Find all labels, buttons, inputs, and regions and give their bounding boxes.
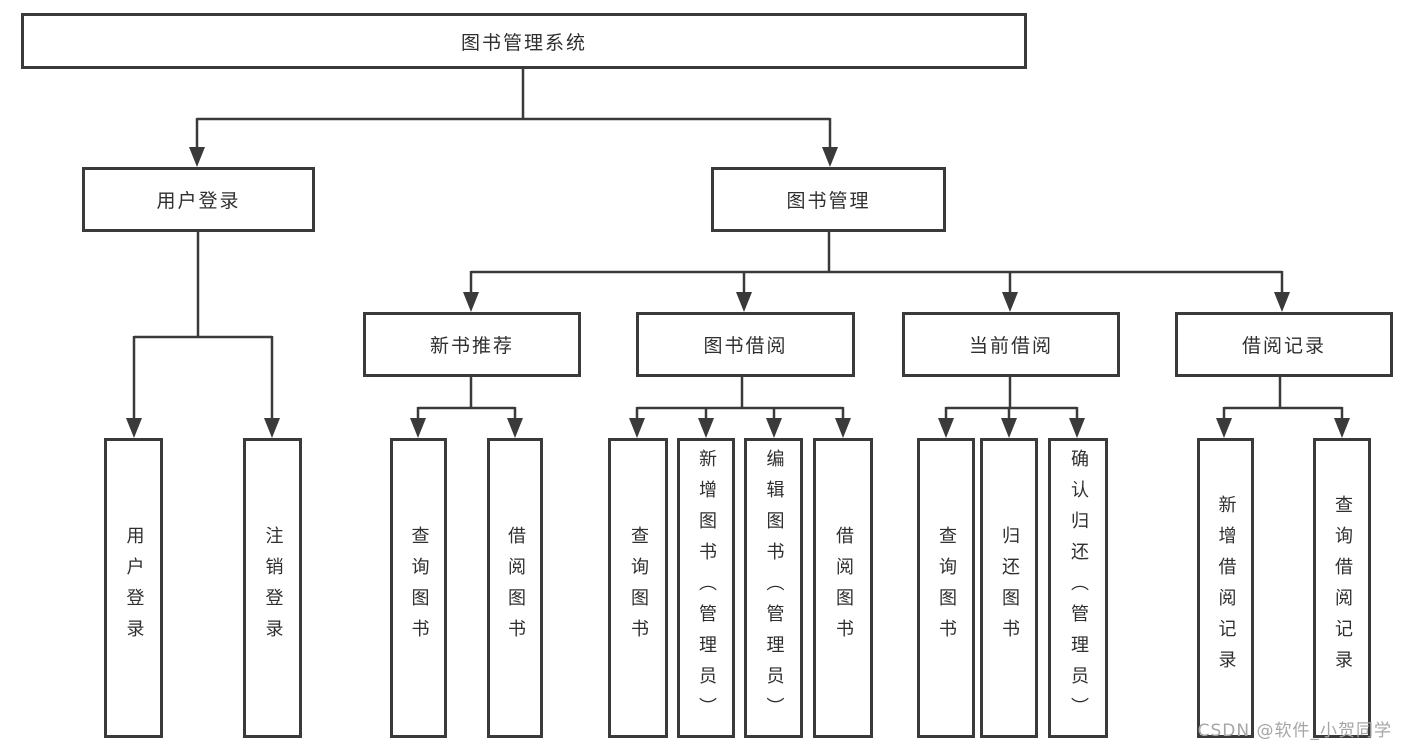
node-borrowing-records: 借阅记录 xyxy=(1175,312,1393,377)
leaf-query-books-borrowing-label: 查询图书 xyxy=(628,526,649,650)
node-book-management: 图书管理 xyxy=(711,167,946,232)
leaf-return-book: 归还图书 xyxy=(980,438,1038,738)
node-book-management-label: 图书管理 xyxy=(786,190,871,212)
leaf-borrow-books-recommend-label: 借阅图书 xyxy=(505,526,526,650)
leaf-logout-label: 注销登录 xyxy=(262,526,284,650)
leaf-query-books-recommend: 查询图书 xyxy=(390,438,447,738)
leaf-query-books-current: 查询图书 xyxy=(917,438,975,738)
node-user-login-label: 用户登录 xyxy=(156,190,241,212)
leaf-add-borrow-record: 新增借阅记录 xyxy=(1197,438,1254,738)
leaf-user-login: 用户登录 xyxy=(104,438,163,738)
node-current-borrowing-label: 当前借阅 xyxy=(968,335,1053,357)
leaf-confirm-return-admin: 确认归还（管理员） xyxy=(1048,438,1108,738)
node-new-book-recommend-label: 新书推荐 xyxy=(429,335,514,357)
leaf-edit-book-admin: 编辑图书（管理员） xyxy=(744,438,803,738)
leaf-add-book-admin: 新增图书（管理员） xyxy=(677,438,735,738)
leaf-borrow-books-borrowing-label: 借阅图书 xyxy=(833,526,854,650)
leaf-query-books-borrowing: 查询图书 xyxy=(608,438,668,738)
leaf-user-login-label: 用户登录 xyxy=(123,526,145,650)
leaf-add-borrow-record-label: 新增借阅记录 xyxy=(1215,495,1237,681)
node-current-borrowing: 当前借阅 xyxy=(902,312,1120,377)
leaf-confirm-return-admin-label: 确认归还（管理员） xyxy=(1068,448,1089,728)
node-book-borrowing: 图书借阅 xyxy=(636,312,855,377)
leaf-edit-book-admin-label: 编辑图书（管理员） xyxy=(763,448,785,728)
leaf-logout: 注销登录 xyxy=(243,438,302,738)
node-borrowing-records-label: 借阅记录 xyxy=(1241,335,1326,357)
leaf-return-book-label: 归还图书 xyxy=(999,526,1020,650)
node-library-system: 图书管理系统 xyxy=(21,13,1027,69)
node-library-system-label: 图书管理系统 xyxy=(460,31,587,54)
csdn-watermark: CSDN @软件_小贺同学 xyxy=(1197,721,1392,741)
node-book-borrowing-label: 图书借阅 xyxy=(703,335,788,357)
node-user-login: 用户登录 xyxy=(82,167,315,232)
leaf-add-book-admin-label: 新增图书（管理员） xyxy=(696,448,717,728)
leaf-borrow-books-borrowing: 借阅图书 xyxy=(813,438,873,738)
leaf-query-borrow-record-label: 查询借阅记录 xyxy=(1332,495,1353,681)
leaf-query-books-recommend-label: 查询图书 xyxy=(408,526,430,650)
leaf-query-borrow-record: 查询借阅记录 xyxy=(1313,438,1371,738)
node-new-book-recommend: 新书推荐 xyxy=(363,312,581,377)
leaf-query-books-current-label: 查询图书 xyxy=(936,526,957,650)
leaf-borrow-books-recommend: 借阅图书 xyxy=(487,438,543,738)
